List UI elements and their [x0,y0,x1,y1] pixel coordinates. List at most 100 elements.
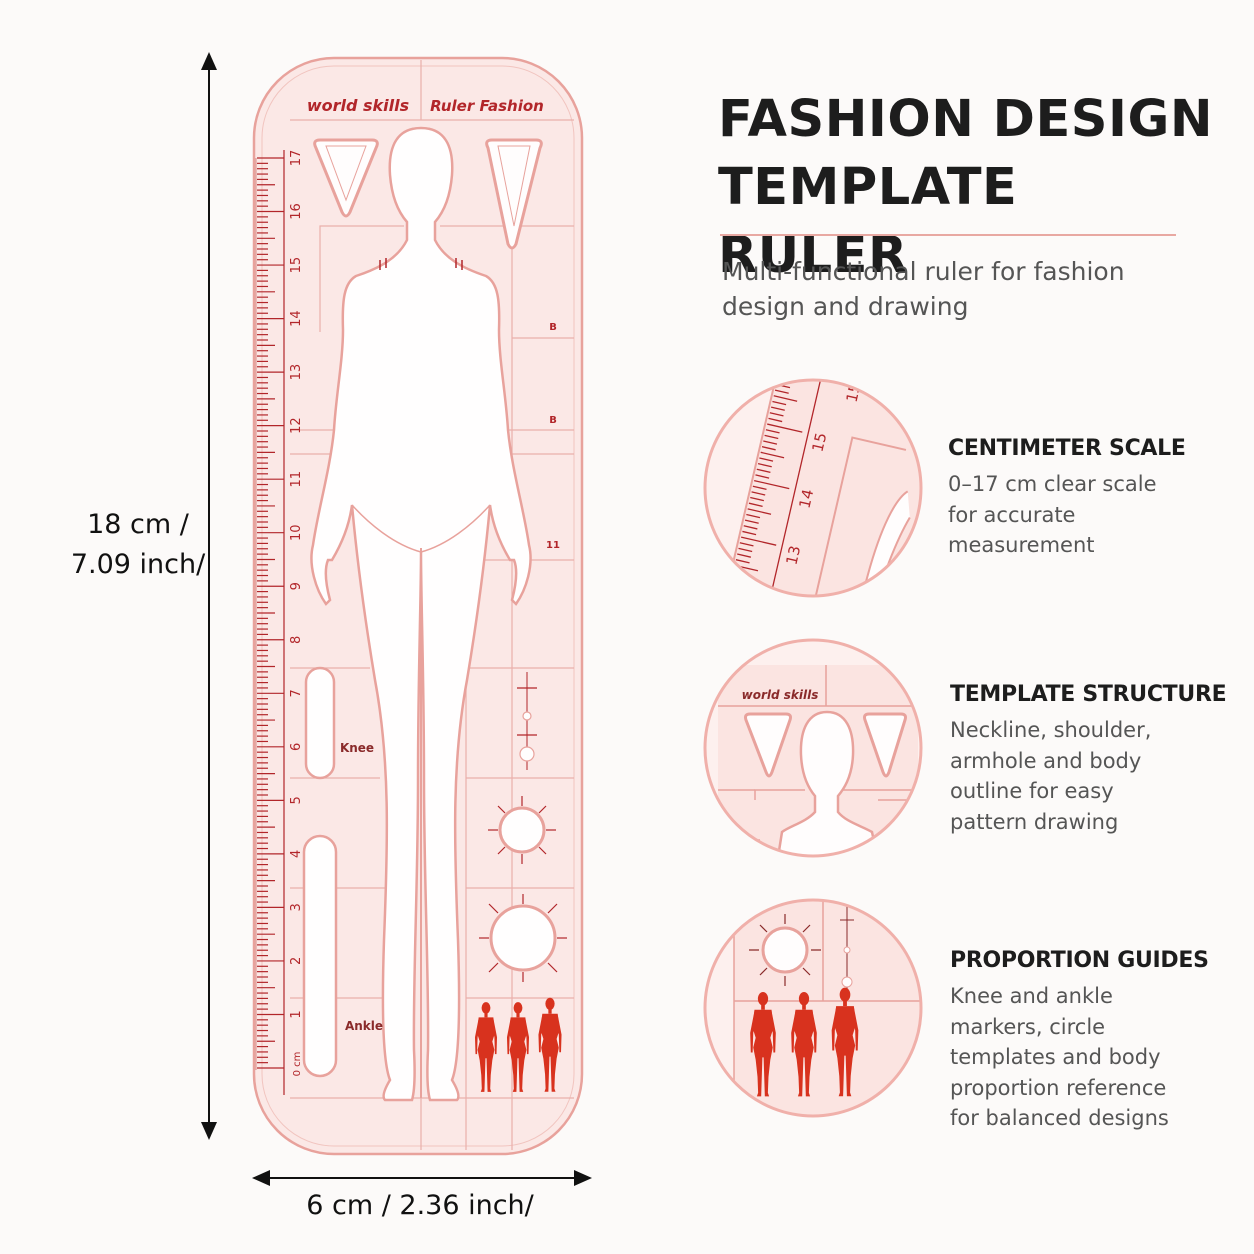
feature-centimeter-scale: CENTIMETER SCALE 0–17 cm clear scale for… [948,436,1238,561]
zoom-scale-tick [750,496,765,502]
zoom-scale-tick [748,502,763,507]
knee-label: Knee [340,741,374,755]
scale-label: 6 [289,743,304,751]
scale-label: 7 [289,689,304,697]
scale-label: 5 [289,796,304,804]
scale-label: 0 cm [292,1052,303,1077]
zoom-scale-tick [765,429,780,434]
zoom-scale-tick [769,412,784,417]
zoom-scale-tick [772,400,787,406]
feature-proportion-guides: PROPORTION GUIDES Knee and ankle markers… [950,948,1240,1134]
page-title: FASHION DESIGN TEMPLATE RULER [718,86,1218,290]
height-dimension-label: 18 cm / 7.09 inch/ [58,505,218,585]
ruler-brand-label: world skills [307,96,409,115]
zoom-scale-tick [761,446,776,451]
zoom-scale-tick [743,525,758,530]
zoom-scale-tick [788,334,802,337]
feature-title: TEMPLATE STRUCTURE [950,682,1227,707]
zoom-scale-tick [783,356,797,359]
zoom-scale-tick [773,395,798,402]
zoom-scale-tick [757,462,772,468]
zoom-scale-tick [740,536,777,546]
scale-label: 10 [289,524,304,541]
scale-label: 2 [289,957,304,965]
ruler-name-label: Ruler Fashion [430,97,544,115]
zoom-scale-tick [767,423,803,433]
zoom-scale-tick [730,581,745,587]
zoom-scale-tick [727,592,764,596]
scale-label: 8 [289,636,304,644]
zoom-scale-tick [764,434,779,440]
zoom-scale-tick [746,513,761,519]
zoom-scale-15: 15 [809,431,831,454]
zoom-scale-tick [759,457,774,462]
zoom-scale-tick [785,345,799,348]
scale-label: 1 [289,1010,304,1018]
zoom-scale-tick [784,351,798,354]
zoom-scale-tick [731,576,746,581]
zoom-scale-tick [763,440,778,445]
zoom-scale-tick [751,491,766,496]
width-dimension-arrow [252,1170,592,1186]
cm-scale-ticks [257,157,284,1069]
scale-label: 12 [289,417,304,434]
scale-label: 4 [289,850,304,858]
scale-label: 13 [289,364,304,381]
zoom-scale-tick [755,474,770,479]
medium-circle-template [488,796,556,864]
zoom-scale-tick [770,406,785,411]
height-inch: 7.09 inch/ [70,549,206,580]
zoom-scale-tick [760,451,785,459]
zoom-scale-tick [779,373,793,376]
feature-description: Neckline, shoulder, armhole and body out… [950,718,1152,834]
title-divider [720,234,1176,236]
proportion-dot-guides [517,672,537,770]
zoom-scale-tick [744,519,759,524]
zoom-scale-tick [738,547,753,553]
zoom-scale-tick [774,389,789,394]
ankle-label: Ankle [345,1019,383,1033]
feature-description: Knee and ankle markers, circle templates… [950,984,1169,1130]
title-line-2: TEMPLATE RULER [718,158,1018,285]
scale-label: 17 [289,150,304,167]
knee-slot [304,666,336,780]
title-line-1: FASHION DESIGN [718,90,1214,149]
waist-marker-b: B [549,415,557,426]
scale-label: 3 [289,903,304,911]
zoom-scale-tick [780,368,815,376]
zoom-scale-tick [754,479,790,490]
scale-label: 9 [289,582,304,590]
zoom-scale-tick [742,530,757,536]
feature-description: 0–17 cm clear scale for accurate measure… [948,472,1157,557]
zoom-scale-tick [729,587,744,592]
zoom-proportion-guides [703,898,923,1118]
width-dimension-label: 6 cm / 2.36 inch/ [306,1190,534,1221]
height-cm: 18 cm / [87,509,189,540]
page-subtitle: Multi-functional ruler for fashion desig… [722,257,1125,321]
zoom-scale-14: 14 [795,487,817,510]
large-circle-template [479,894,567,982]
zoom-scale-tick [739,542,754,547]
zoom-scale-tick [747,508,772,515]
scale-label: 14 [289,310,304,327]
zoom-scale-tick [735,559,750,564]
hip-marker-11: 11 [546,540,560,551]
feature-title: CENTIMETER SCALE [948,436,1186,461]
zoom-scale-tick [756,468,771,474]
bust-marker-b: B [549,322,557,333]
zoom-scale-tick [768,417,783,423]
feature-template-structure: TEMPLATE STRUCTURE Neckline, shoulder, a… [950,682,1240,837]
zoom-scale-13: 13 [782,544,804,567]
height-dimension-arrow [201,52,217,1140]
ankle-slot [302,834,338,1078]
zoom-scale-tick [787,339,810,344]
feature-title: PROPORTION GUIDES [950,948,1209,973]
zoom-scale-tick [782,362,796,365]
zoom-template-structure: world skills [703,638,923,858]
scale-label: 16 [289,203,304,220]
scale-label: 11 [289,471,304,488]
zoom-centimeter-scale: 13 14 15 15 [703,334,923,598]
zoom-brand-label: world skills [742,688,819,702]
